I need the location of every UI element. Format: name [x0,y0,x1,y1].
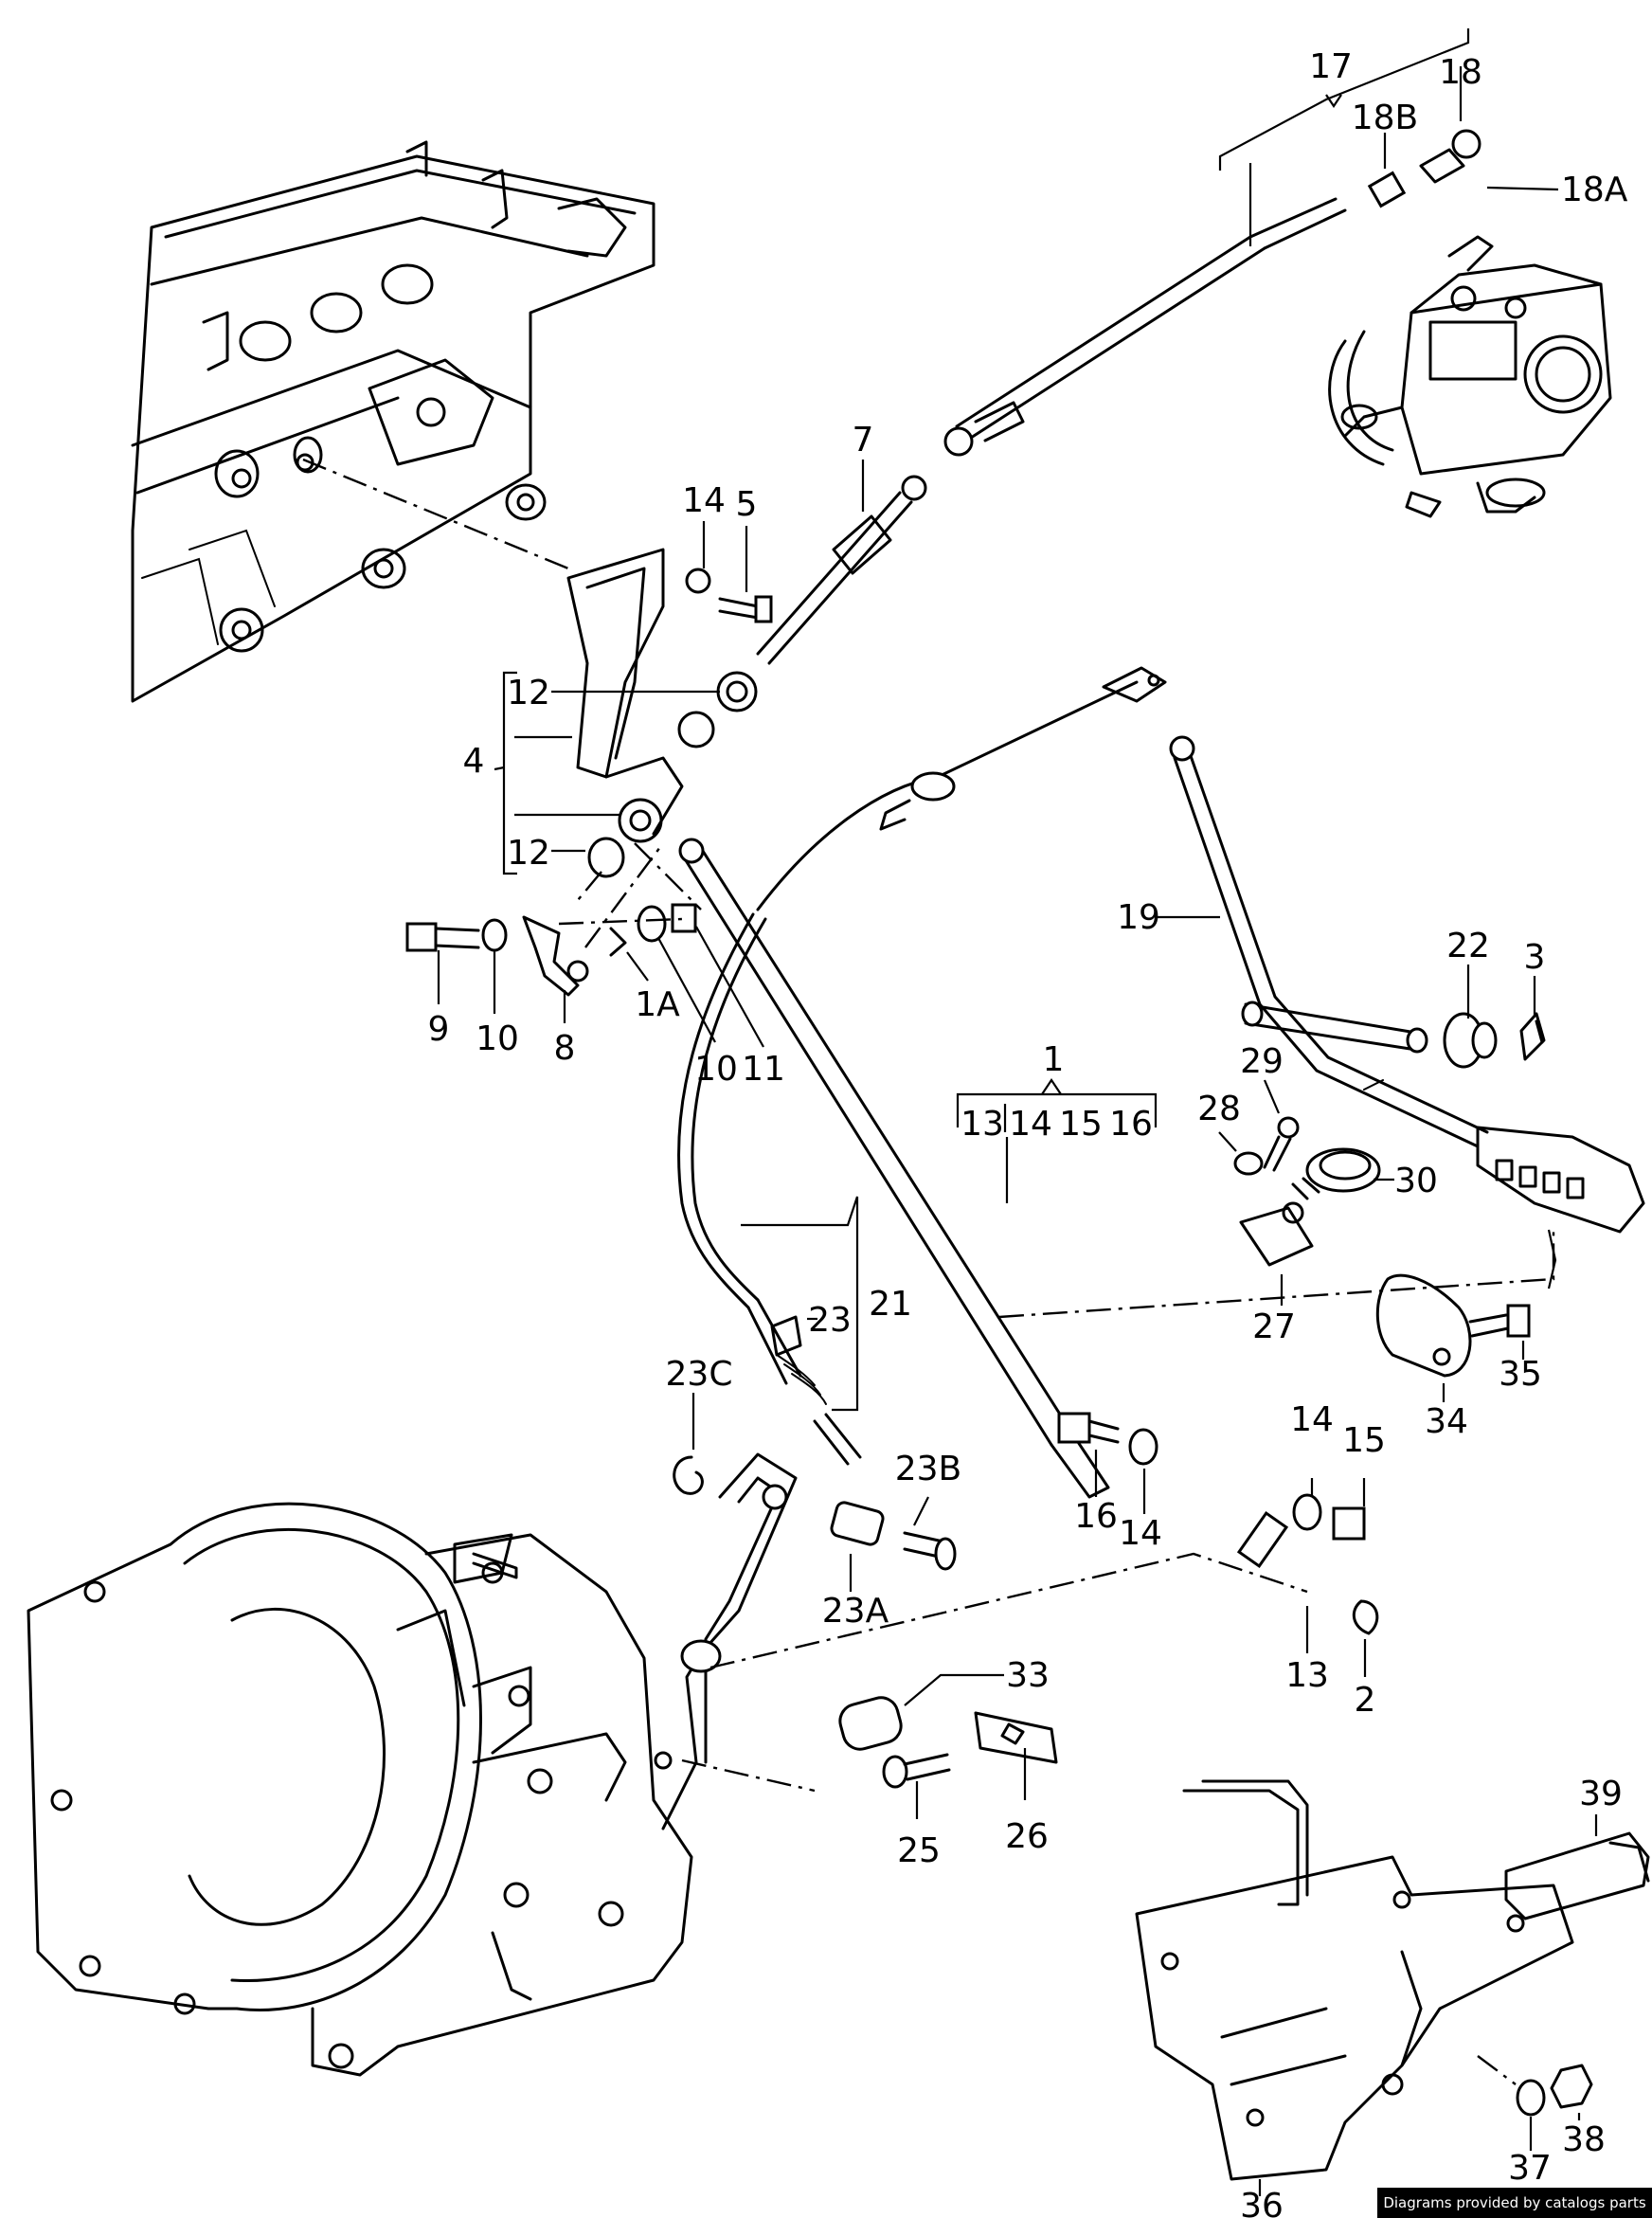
callout-11: 11 [742,1050,785,1089]
callout-23B: 23B [895,1450,962,1488]
callout-23: 23 [808,1301,852,1340]
callout-13-sub: 13 [961,1105,1004,1144]
callout-labels: 17 18 18B 18A 7 14 5 12 4 12 9 10 8 1A 1… [428,47,1628,2218]
callout-1A: 1A [635,985,680,1024]
callout-12-upper: 12 [507,674,550,712]
callout-37: 37 [1508,2149,1552,2188]
callout-13-lower: 13 [1285,1656,1329,1695]
leader-lines [437,28,1598,2196]
callout-1: 1 [1043,1040,1065,1079]
callout-16-sub: 16 [1109,1105,1153,1144]
callout-29: 29 [1240,1042,1284,1081]
callout-26: 26 [1005,1817,1049,1856]
callout-15-sub: 15 [1059,1105,1103,1144]
relay-lever-7 [677,475,927,748]
callout-12-lower: 12 [507,834,550,873]
callout-4: 4 [463,742,485,781]
callout-17: 17 [1309,47,1353,86]
callout-21: 21 [869,1285,912,1324]
callout-18A: 18A [1561,171,1628,209]
callout-23C: 23C [666,1355,733,1394]
hardware-36 [1516,2064,1593,2117]
callout-14-sub: 14 [1009,1105,1052,1144]
diagram-credit: Diagrams provided by catalogs parts [1377,2188,1652,2218]
callout-19: 19 [1117,898,1160,937]
callout-22: 22 [1446,927,1490,965]
callout-14-right: 14 [1290,1400,1334,1439]
callout-25: 25 [897,1831,941,1870]
callout-5: 5 [736,485,758,524]
bracket-4 [566,548,684,843]
callout-2: 2 [1355,1681,1376,1720]
callout-33: 33 [1006,1656,1050,1695]
engine-block [131,140,655,703]
accelerator-cable-17 [943,129,1481,457]
transmission-case [27,1502,693,2077]
bracket-36 [1135,1779,1574,2181]
callout-3: 3 [1524,938,1546,977]
callout-36: 36 [1240,2187,1284,2218]
pedal-pad-39 [1504,1831,1650,1920]
hardware-upper [405,568,1546,1267]
throttle-body [1328,235,1612,518]
callout-14-lower: 14 [1119,1514,1162,1553]
callout-18B: 18B [1352,99,1419,137]
callout-34: 34 [1425,1402,1468,1441]
callout-9: 9 [428,1010,450,1049]
callout-14-upper: 14 [682,481,726,520]
callout-23A: 23A [822,1592,889,1631]
callout-28: 28 [1197,1090,1241,1128]
callout-8: 8 [554,1029,576,1068]
callout-16-lower: 16 [1074,1497,1118,1536]
callout-7: 7 [853,421,874,460]
shift-rod-1 [678,838,1289,1569]
callout-30: 30 [1394,1162,1438,1200]
callout-35: 35 [1499,1355,1542,1394]
callout-39: 39 [1579,1775,1623,1813]
hardware-lower [673,1273,1531,1789]
callout-38: 38 [1562,2120,1606,2159]
callout-18: 18 [1439,53,1482,92]
callout-15-right: 15 [1342,1421,1386,1460]
selector-cable-21 [677,666,1167,1466]
selector-lever-19 [1169,735,1645,1234]
callout-10-left: 10 [476,1019,519,1058]
callout-10-right: 10 [694,1050,738,1089]
selector-shaft-lever [654,1452,798,1830]
callout-27: 27 [1252,1307,1296,1346]
